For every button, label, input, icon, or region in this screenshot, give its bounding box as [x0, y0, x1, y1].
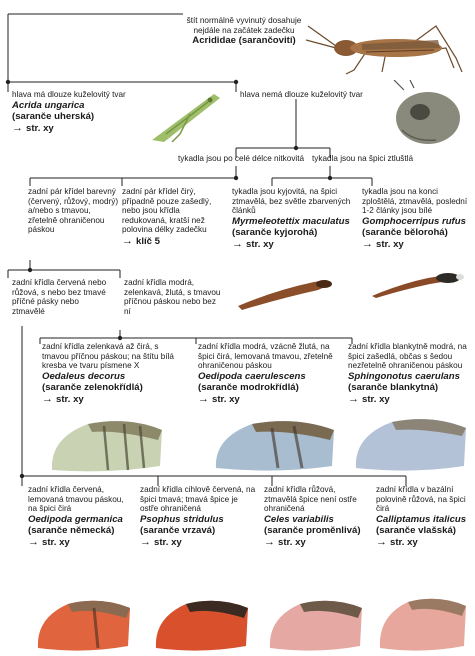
species-latin-name: Myrmeleotettix maculatus	[232, 216, 358, 227]
branch-description: zadní křídla modrá, vzácně žlutá, na špi…	[198, 342, 338, 371]
species-czech-name: (saranče proměnlivá)	[264, 525, 364, 536]
branch-head-conical: hlava má dlouze kuželovitý tvar Acrida u…	[12, 90, 152, 135]
page-reference: →str. xy	[42, 393, 182, 406]
root-taxon: Acrididae (sarančovití)	[184, 35, 304, 46]
branch-description: tykadla jsou na konci zploštělá, ztmavěl…	[362, 187, 470, 216]
arrow-icon: →	[264, 536, 275, 548]
root-description: štít normálně vyvinutý dosahuje nejdále …	[184, 16, 304, 35]
branch-description: zadní pár křídel barevný (červený, růžov…	[28, 187, 120, 235]
branch-oedaleus: zadní křídla zelenkavá až čirá, s tmavou…	[42, 342, 182, 406]
species-czech-name: (saranče blankytná)	[348, 382, 472, 393]
clubbed-antenna-illustration	[236, 276, 336, 310]
species-latin-name: Gomphocerripus rufus	[362, 216, 470, 227]
species-latin-name: Oedipoda caerulescens	[198, 371, 338, 382]
wing-oedaleus-illustration	[48, 418, 166, 472]
arrow-icon: →	[348, 393, 359, 405]
branch-wings-colored: zadní pár křídel barevný (červený, růžov…	[28, 187, 120, 235]
page-reference: →str. xy	[376, 536, 472, 549]
branch-description: hlava má dlouze kuželovitý tvar	[12, 90, 152, 100]
species-latin-name: Psophus stridulus	[140, 514, 258, 525]
key-reference[interactable]: →klíč 5	[122, 235, 226, 248]
page-reference: →str. xy	[140, 536, 258, 549]
wing-calliptamus-illustration	[376, 594, 470, 652]
branch-wings-blue: zadní křídla modrá, zelenkavá, žlutá, s …	[124, 278, 224, 316]
branch-sphingonotus: zadní křídla blankytně modrá, na špici z…	[348, 342, 472, 406]
wing-sphingonotus-illustration	[352, 416, 470, 472]
branch-head-not-conical: hlava nemá dlouze kuželovitý tvar	[240, 90, 380, 100]
wing-psophus-illustration	[152, 596, 252, 652]
page-reference: →str. xy	[362, 238, 470, 251]
arrow-icon: →	[140, 536, 151, 548]
grasshopper-illustration	[306, 18, 466, 76]
species-czech-name: (saranče zelenokřídlá)	[42, 382, 182, 393]
branch-description: zadní křídla cihlově červená, na špici t…	[140, 485, 258, 514]
branch-description: zadní křídla červená nebo růžová, s nebo…	[12, 278, 110, 316]
branch-oedipoda-germanica: zadní křídla červená, lemovaná tmavou pá…	[28, 485, 134, 549]
round-head-illustration	[384, 80, 466, 148]
branch-calliptamus: zadní křídla v bazální polovině růžová, …	[376, 485, 472, 549]
flattened-antenna-illustration	[370, 268, 466, 298]
species-latin-name: Celes variabilis	[264, 514, 364, 525]
species-czech-name: (saranče modrokřídlá)	[198, 382, 338, 393]
species-latin-name: Oedipoda germanica	[28, 514, 134, 525]
species-czech-name: (saranče německá)	[28, 525, 134, 536]
arrow-icon: →	[42, 393, 53, 405]
branch-description: zadní křídla modrá, zelenkavá, žlutá, s …	[124, 278, 224, 316]
page-reference: →str. xy	[12, 122, 152, 135]
arrow-icon: →	[232, 238, 243, 250]
branch-description: zadní křídla v bazální polovině růžová, …	[376, 485, 472, 514]
species-latin-name: Calliptamus italicus	[376, 514, 472, 525]
branch-description: zadní pár křídel čirý, případně pouze za…	[122, 187, 226, 235]
branch-wings-clear: zadní pár křídel čirý, případně pouze za…	[122, 187, 226, 248]
branch-description: tykadla jsou na špici ztluštlá	[312, 154, 442, 164]
species-czech-name: (saranče vlašská)	[376, 525, 472, 536]
species-czech-name: (saranče bělorohá)	[362, 227, 470, 238]
species-latin-name: Oedaleus decorus	[42, 371, 182, 382]
branch-celes: zadní křídla růžová, ztmavělá špice není…	[264, 485, 364, 549]
branch-gomphocerripus: tykadla jsou na konci zploštělá, ztmavěl…	[362, 187, 470, 251]
wing-oedipoda-germanica-illustration	[34, 596, 134, 652]
species-czech-name: (saranče kyjorohá)	[232, 227, 358, 238]
arrow-icon: →	[362, 238, 373, 250]
species-czech-name: (saranče uherská)	[12, 111, 152, 122]
page-reference: →str. xy	[232, 238, 358, 251]
page-reference: →str. xy	[198, 393, 338, 406]
conical-head-illustration	[150, 84, 222, 144]
branch-description: zadní křídla růžová, ztmavělá špice není…	[264, 485, 364, 514]
key-root: štít normálně vyvinutý dosahuje nejdále …	[184, 16, 304, 46]
arrow-icon: →	[28, 536, 39, 548]
branch-wings-red: zadní křídla červená nebo růžová, s nebo…	[12, 278, 110, 316]
arrow-icon: →	[376, 536, 387, 548]
wing-celes-illustration	[266, 596, 366, 652]
branch-antennae-filiform: tykadla jsou po celé délce nitkovitá	[178, 154, 308, 164]
species-czech-name: (saranče vrzavá)	[140, 525, 258, 536]
branch-myrmeleotettix: tykadla jsou kyjovitá, na špici ztmavělá…	[232, 187, 358, 251]
branch-antennae-clubbed: tykadla jsou na špici ztluštlá	[312, 154, 442, 164]
branch-description: tykadla jsou kyjovitá, na špici ztmavělá…	[232, 187, 358, 216]
arrow-icon: →	[198, 393, 209, 405]
branch-description: hlava nemá dlouze kuželovitý tvar	[240, 90, 380, 100]
branch-psophus: zadní křídla cihlově červená, na špici t…	[140, 485, 258, 549]
arrow-icon: →	[122, 235, 133, 247]
page-reference: →str. xy	[348, 393, 472, 406]
branch-oedipoda-caerulescens: zadní křídla modrá, vzácně žlutá, na špi…	[198, 342, 338, 406]
wing-oedipoda-caerulescens-illustration	[212, 418, 338, 472]
branch-description: zadní křídla blankytně modrá, na špici z…	[348, 342, 472, 371]
branch-description: tykadla jsou po celé délce nitkovitá	[178, 154, 308, 164]
branch-description: zadní křídla červená, lemovaná tmavou pá…	[28, 485, 134, 514]
species-latin-name: Acrida ungarica	[12, 100, 152, 111]
branch-description: zadní křídla zelenkavá až čirá, s tmavou…	[42, 342, 182, 371]
page-reference: →str. xy	[264, 536, 364, 549]
page-reference: →str. xy	[28, 536, 134, 549]
arrow-icon: →	[12, 122, 23, 134]
species-latin-name: Sphingonotus caerulans	[348, 371, 472, 382]
